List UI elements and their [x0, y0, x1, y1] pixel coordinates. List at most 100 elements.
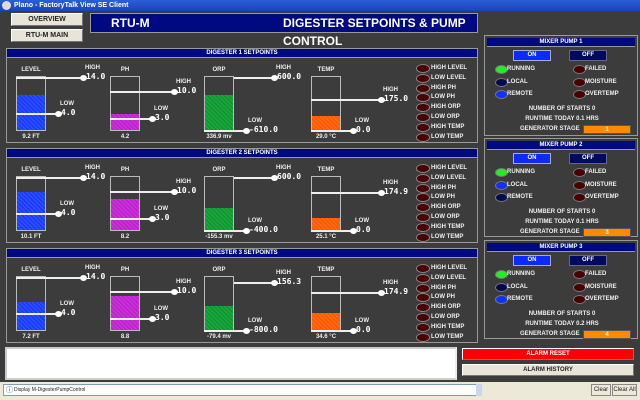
orp-gauge-tank [204, 276, 234, 331]
ph-gauge-high-setpoint-handle[interactable] [171, 289, 178, 296]
level-gauge-low-setpoint[interactable]: 4.0 [61, 207, 76, 217]
orp-gauge-low-setpoint-handle[interactable] [243, 328, 250, 334]
orp-gauge-high-setpoint[interactable]: 600.0 [277, 172, 302, 181]
temp-gauge-low-setpoint-handle[interactable] [350, 228, 357, 234]
orp-gauge-high-setpoint-handle[interactable] [271, 75, 278, 81]
level-gauge-value: 9.2 FT [22, 134, 40, 140]
level-gauge-high-setpoint[interactable]: 14.0 [86, 172, 106, 181]
temp-gauge-fill [312, 312, 340, 330]
ph-gauge-tank [110, 276, 140, 331]
alarm-history-button[interactable]: ALARM HISTORY [462, 364, 634, 376]
ph-gauge-low-setpoint-handle[interactable] [149, 216, 156, 223]
temp-gauge-high-setpoint[interactable]: 174.9 [384, 286, 409, 296]
ph-gauge-high-setpoint[interactable]: 10.0 [177, 286, 197, 296]
temp-gauge-low-setpoint-handle[interactable] [350, 128, 357, 134]
ph-gauge-high-setpoint[interactable]: 10.0 [177, 86, 197, 96]
alarm-label: HIGH PH [431, 184, 457, 191]
panel-header: DIGESTER 3 SETPOINTS [7, 249, 477, 258]
level-gauge-low-setpoint-handle[interactable] [55, 210, 62, 217]
level-gauge-high-setpoint-handle[interactable] [80, 75, 87, 81]
pump-on-button[interactable]: ON [513, 255, 551, 266]
temp-gauge-high-setpoint-handle[interactable] [378, 289, 385, 296]
generator-stage-value: 4 [583, 330, 631, 339]
level-gauge-high-setpoint-handle[interactable] [80, 275, 87, 281]
number-of-starts: NUMBER OF STARTS 0 [528, 209, 596, 215]
temp-gauge-low-line [311, 130, 353, 132]
temp-gauge-high-setpoint[interactable]: 175.0 [384, 94, 409, 104]
level-gauge-low-setpoint[interactable]: 4.0 [61, 307, 76, 317]
local-indicator [495, 77, 508, 87]
orp-gauge-low-setpoint[interactable]: -610.0 [249, 125, 278, 134]
alarm-lamp-high-temp [416, 322, 430, 332]
orp-gauge-high-setpoint-handle[interactable] [271, 280, 278, 287]
ph-gauge-low-setpoint[interactable]: 3.0 [155, 213, 170, 223]
clear-all-button[interactable]: Clear All [612, 384, 637, 396]
clear-button[interactable]: Clear [591, 384, 611, 396]
ph-gauge-value: 4.2 [120, 134, 130, 140]
orp-gauge-low-setpoint[interactable]: -400.0 [249, 225, 278, 234]
ph-gauge-value: 8.2 [120, 234, 130, 240]
orp-gauge-low-setpoint-handle[interactable] [243, 128, 250, 134]
temp-gauge-high-setpoint-handle[interactable] [378, 97, 385, 104]
level-gauge-value: 7.2 FT [22, 334, 40, 340]
level-gauge-low-setpoint[interactable]: 4.0 [61, 107, 76, 117]
moisture-label: MOISTURE [585, 283, 617, 290]
orp-gauge-low-setpoint[interactable]: -800.0 [249, 325, 278, 334]
level-gauge-low-label: LOW [60, 300, 74, 307]
pump-on-button[interactable]: ON [513, 153, 551, 164]
orp-gauge-low-label: LOW [248, 318, 262, 324]
rtu-m-main-button[interactable]: RTU-M MAIN [11, 29, 83, 42]
alarm-reset-button[interactable]: ALARM RESET [462, 348, 634, 360]
remote-label: REMOTE [507, 91, 533, 97]
panel-header: DIGESTER 2 SETPOINTS [7, 149, 477, 158]
orp-gauge-low-label: LOW [248, 218, 262, 224]
overview-button[interactable]: OVERVIEW [11, 13, 83, 26]
moisture-label: MOISTURE [585, 78, 617, 85]
alarm-label: HIGH ORP [431, 204, 461, 211]
ph-gauge-high-setpoint-handle[interactable] [171, 89, 178, 96]
level-gauge-low-setpoint-handle[interactable] [55, 310, 62, 317]
orp-gauge-high-setpoint[interactable]: 600.0 [277, 72, 302, 81]
level-gauge-low-setpoint-handle[interactable] [55, 110, 62, 117]
level-gauge-low-line [16, 212, 58, 215]
runtime-today: RUNTIME TODAY 0.2 HRS [525, 321, 599, 327]
ph-gauge-high-setpoint[interactable]: 10.0 [177, 186, 197, 196]
generator-stage-label: GENERATOR STAGE [520, 229, 580, 235]
pump-off-button[interactable]: OFF [569, 153, 607, 164]
status-scrollbar[interactable] [476, 384, 482, 396]
overtemp-label: OVERTEMP [585, 194, 619, 200]
temp-gauge-high-setpoint-handle[interactable] [378, 189, 385, 196]
alarm-message-box[interactable] [5, 347, 457, 380]
level-gauge-high-setpoint-handle[interactable] [80, 175, 87, 181]
pump-on-button[interactable]: ON [513, 50, 551, 61]
ph-gauge-low-setpoint[interactable]: 3.0 [155, 313, 170, 323]
temp-gauge-low-label: LOW [355, 318, 369, 324]
temp-gauge-low-setpoint[interactable]: 0.0 [356, 225, 371, 234]
temp-gauge-high-label: HIGH [383, 179, 398, 186]
temp-gauge-low-setpoint-handle[interactable] [350, 328, 357, 334]
temp-gauge-high-setpoint[interactable]: 174.9 [384, 186, 409, 196]
window-title: Plano - FactoryTalk View SE Client [14, 2, 129, 9]
orp-gauge-high-setpoint-handle[interactable] [271, 175, 278, 181]
pump-off-button[interactable]: OFF [569, 255, 607, 266]
alarm-label: HIGH ORP [431, 104, 461, 111]
alarm-label: HIGH TEMP [431, 323, 465, 330]
orp-gauge-high-label: HIGH [276, 165, 291, 171]
ph-gauge-low-label: LOW [154, 306, 168, 313]
temp-gauge-low-setpoint[interactable]: 0.0 [356, 125, 371, 134]
ph-gauge-low-setpoint-handle[interactable] [149, 116, 156, 123]
temp-gauge-low-setpoint[interactable]: 0.0 [356, 325, 371, 334]
pump-off-button[interactable]: OFF [569, 50, 607, 61]
level-gauge-high-setpoint[interactable]: 14.0 [86, 272, 106, 281]
ph-gauge-high-setpoint-handle[interactable] [171, 189, 178, 196]
orp-gauge-low-setpoint-handle[interactable] [243, 228, 250, 234]
orp-gauge-high-setpoint[interactable]: 156.3 [277, 277, 302, 287]
ph-gauge-low-setpoint-handle[interactable] [149, 316, 156, 323]
station-name: RTU-M [111, 16, 150, 30]
level-gauge-high-setpoint[interactable]: 14.0 [86, 72, 106, 81]
orp-gauge-high-line [234, 282, 274, 285]
ph-gauge-low-setpoint[interactable]: 3.0 [155, 113, 170, 123]
